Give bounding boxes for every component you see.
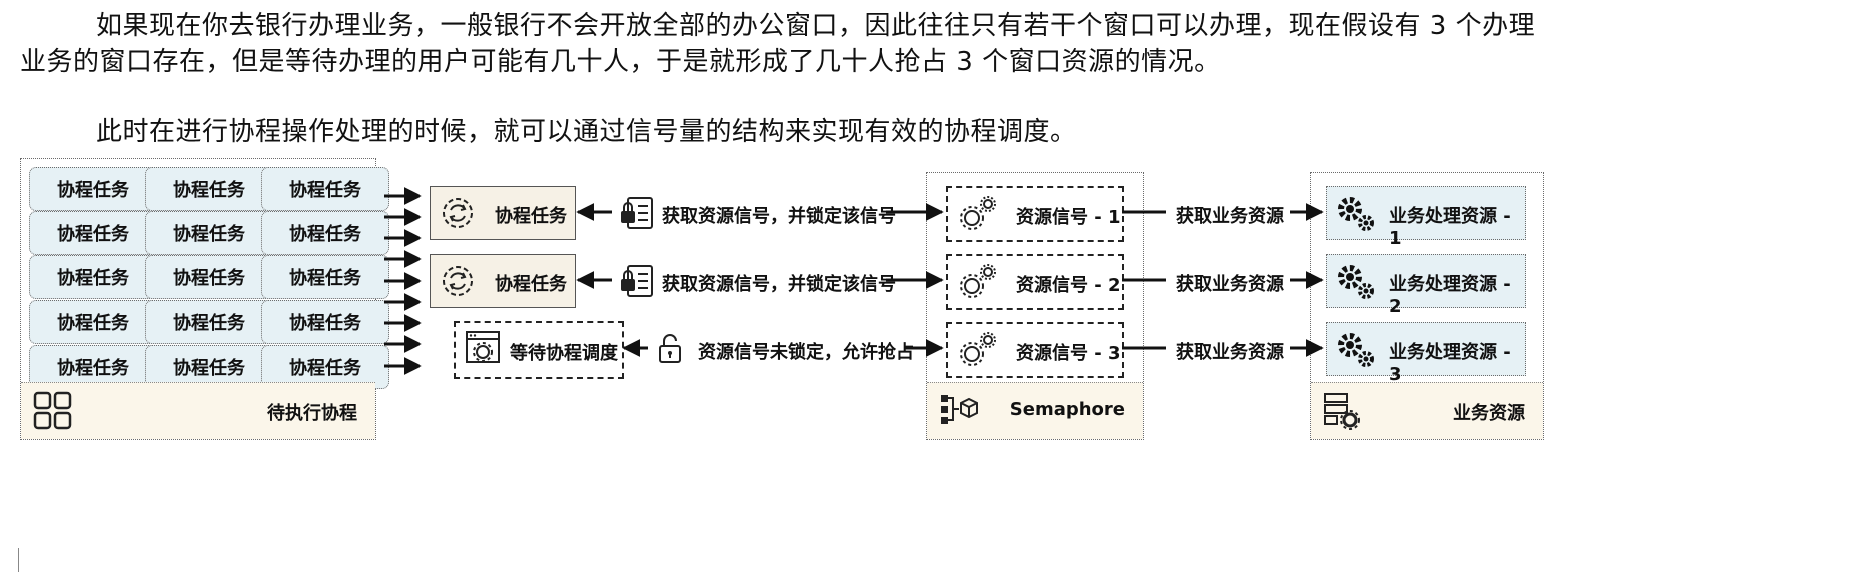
resource-panel-label: 业务资源 — [1453, 403, 1525, 424]
business-resource-3-label: 业务处理资源 - 3 — [1389, 342, 1511, 385]
semaphore-signal-3-label: 资源信号 - 3 — [1016, 343, 1121, 364]
sync-gear-icon — [443, 266, 473, 296]
queue-task: 协程任务 — [29, 255, 157, 299]
queue-panel-footer: 待执行协程 — [21, 382, 375, 439]
queue-panel-label: 待执行协程 — [267, 403, 357, 424]
lock-list-icon — [621, 197, 653, 229]
queue-task: 协程任务 — [29, 300, 157, 344]
edge-label-unlocked: 资源信号未锁定，允许抢占 — [698, 342, 914, 363]
active-task-1-label: 协程任务 — [495, 206, 567, 227]
paragraph-1-line-1: 如果现在你去银行办理业务，一般银行不会开放全部的办公窗口，因此往往只有若干个窗口… — [96, 11, 1536, 41]
resource-panel: 业务资源 — [1310, 172, 1544, 440]
sync-gear-icon — [443, 198, 473, 228]
hierarchy-cube-icon — [941, 395, 978, 424]
gears-icon — [960, 196, 996, 230]
queue-task: 协程任务 — [145, 255, 273, 299]
queue-task: 协程任务 — [29, 345, 157, 389]
waiting-scheduler-label: 等待协程调度 — [510, 343, 618, 364]
semaphore-panel-label: Semaphore — [1009, 399, 1125, 420]
semaphore-signal-1-label: 资源信号 - 1 — [1016, 207, 1121, 228]
unlock-icon — [659, 334, 681, 363]
paragraph-2: 此时在进行协程操作处理的时候，就可以通过信号量的结构来实现有效的协程调度。 — [96, 117, 1077, 147]
paragraph-1-line-2: 业务的窗口存在，但是等待办理的用户可能有几十人，于是就形成了几十人抢占 3 个窗… — [20, 47, 1221, 77]
queue-task: 协程任务 — [261, 300, 389, 344]
business-resource-3: 业务处理资源 - 3 — [1326, 322, 1526, 385]
semaphore-signal-3: 资源信号 - 3 — [946, 322, 1124, 378]
semaphore-panel: Semaphore — [926, 172, 1144, 440]
semaphore-signal-2: 资源信号 - 2 — [946, 254, 1124, 310]
lock-list-icon — [621, 265, 653, 297]
cogs-icon — [1338, 333, 1374, 367]
business-resource-2: 业务处理资源 - 2 — [1326, 254, 1526, 317]
queue-task: 协程任务 — [29, 211, 157, 255]
gears-icon — [960, 264, 996, 298]
cogs-icon — [1338, 197, 1374, 231]
queue-task: 协程任务 — [145, 300, 273, 344]
business-resource-1-label: 业务处理资源 - 1 — [1389, 206, 1511, 249]
edge-label-get-resource-1: 获取业务资源 — [1176, 206, 1284, 227]
queue-task: 协程任务 — [145, 167, 273, 211]
edge-label-get-resource-2: 获取业务资源 — [1176, 274, 1284, 295]
business-resource-2-label: 业务处理资源 - 2 — [1389, 274, 1511, 317]
active-task-1: 协程任务 — [430, 186, 576, 240]
queue-task: 协程任务 — [261, 255, 389, 299]
text-cursor — [18, 548, 19, 572]
grid-icon — [33, 391, 72, 430]
queue-panel: 协程任务 协程任务 协程任务 协程任务 协程任务 协程任务 协程任务 协程任务 … — [20, 158, 389, 440]
gears-icon — [960, 332, 996, 366]
business-resource-1: 业务处理资源 - 1 — [1326, 186, 1526, 249]
resource-panel-footer: 业务资源 — [1311, 382, 1543, 439]
semaphore-signal-2-label: 资源信号 - 2 — [1016, 275, 1121, 296]
edge-label-get-resource-3: 获取业务资源 — [1176, 342, 1284, 363]
waiting-scheduler: 等待协程调度 — [454, 321, 624, 379]
window-gear-icon — [466, 331, 500, 363]
server-gear-icon — [1324, 393, 1360, 430]
active-task-2-label: 协程任务 — [495, 274, 567, 295]
cogs-icon — [1338, 265, 1374, 299]
semaphore-signal-1: 资源信号 - 1 — [946, 186, 1124, 242]
semaphore-panel-footer: Semaphore — [927, 382, 1143, 439]
edge-label-acquire-lock-2: 获取资源信号，并锁定该信号 — [662, 274, 896, 295]
edge-label-acquire-lock-1: 获取资源信号，并锁定该信号 — [662, 206, 896, 227]
paragraph-1: 如果现在你去银行办理业务，一般银行不会开放全部的办公窗口，因此往往只有若干个窗口… — [20, 8, 1535, 80]
active-task-2: 协程任务 — [430, 254, 576, 308]
queue-task: 协程任务 — [261, 167, 389, 211]
queue-task: 协程任务 — [261, 211, 389, 255]
